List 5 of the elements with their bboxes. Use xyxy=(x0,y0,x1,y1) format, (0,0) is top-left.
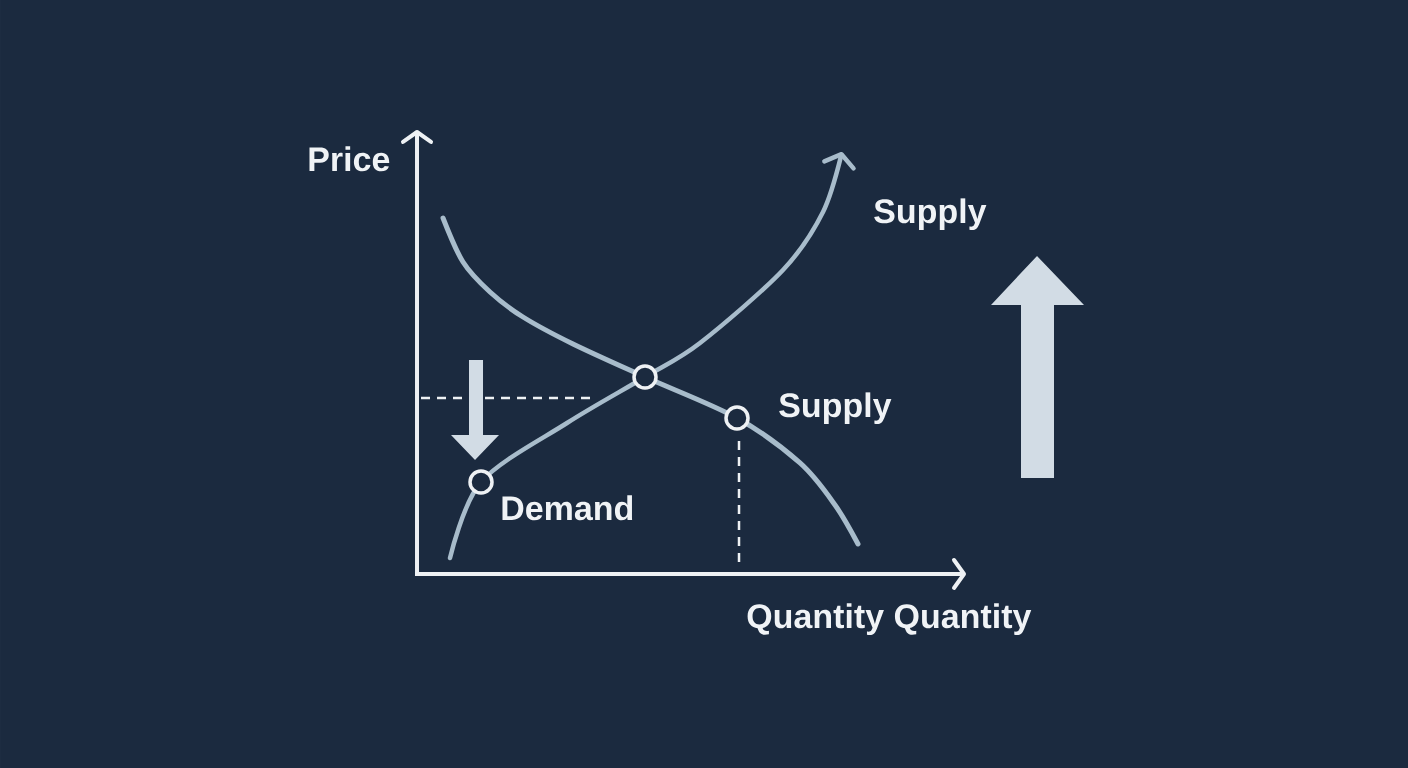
curve-label: Supply xyxy=(874,198,987,231)
axis-label: Quantity Quantity xyxy=(747,603,1032,636)
curve-label: Demand xyxy=(502,495,633,521)
axis-label: Price xyxy=(309,146,390,172)
curve-label: Supply xyxy=(779,392,892,425)
